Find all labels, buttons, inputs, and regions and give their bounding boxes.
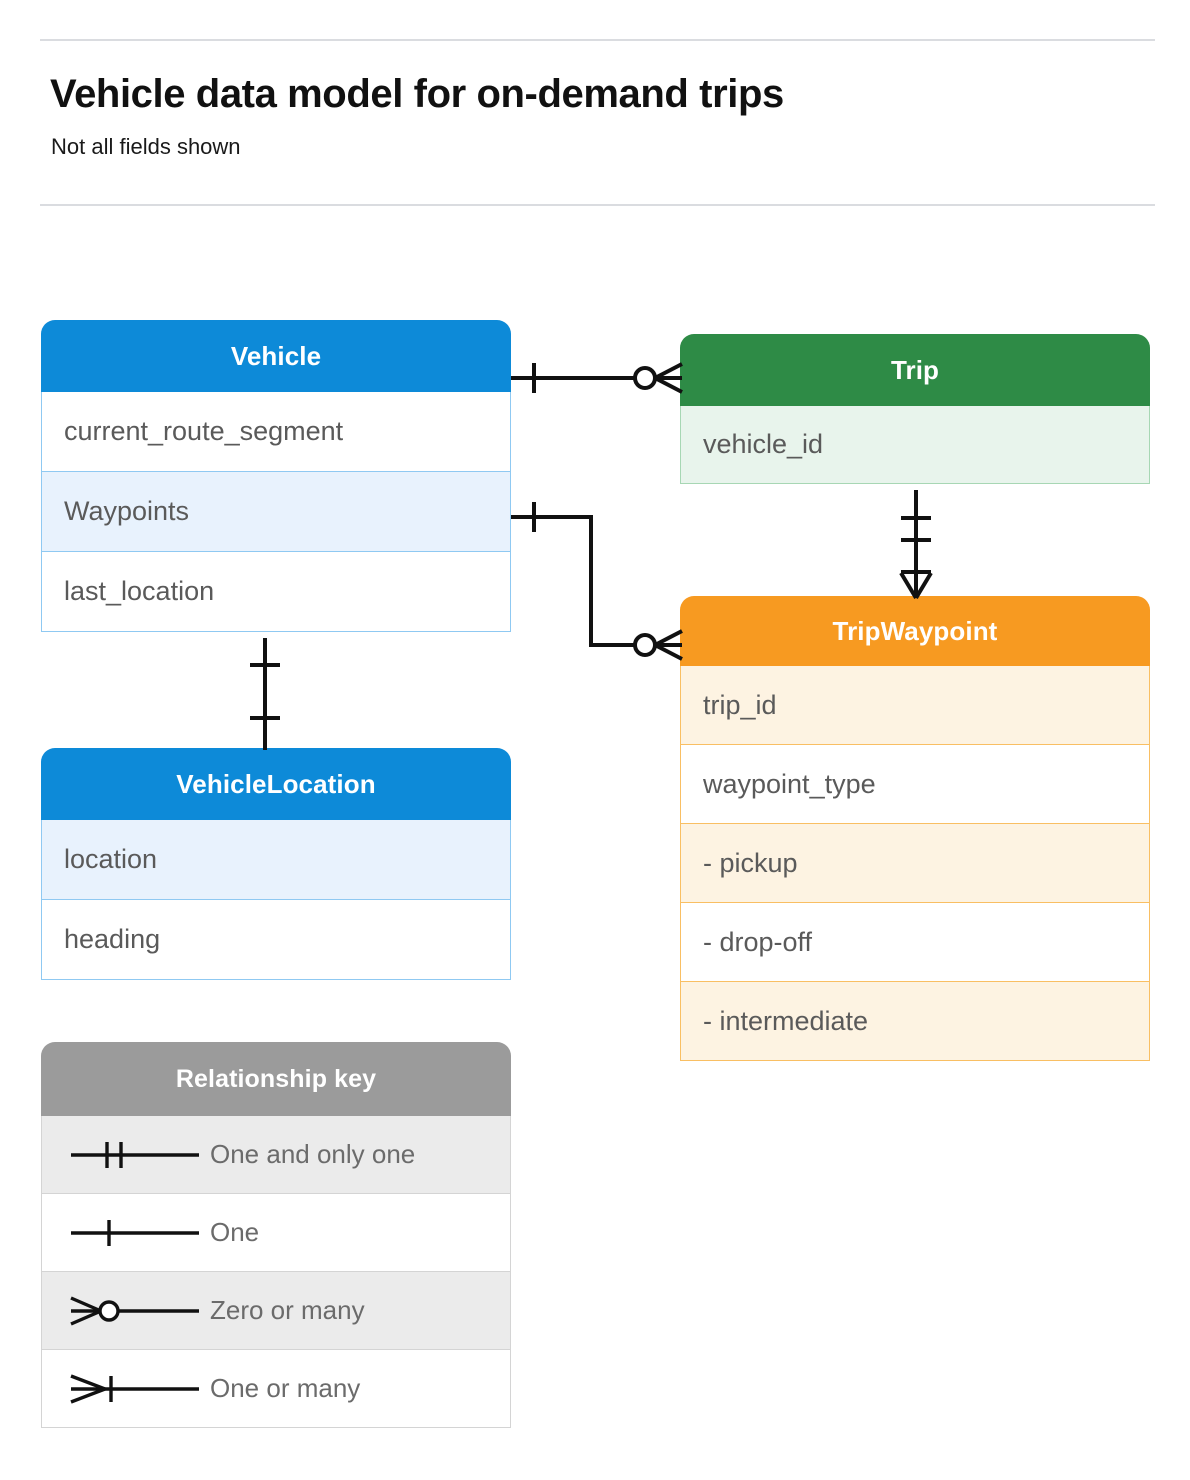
legend-row-one: One — [41, 1194, 511, 1272]
connector-vehicle-vehiclelocation — [250, 638, 280, 750]
header-divider-bottom — [40, 204, 1155, 206]
header-divider-top — [40, 39, 1155, 41]
legend-row-zero-or-many: Zero or many — [41, 1272, 511, 1350]
field-waypoint-type-dropoff[interactable]: - drop-off — [680, 903, 1150, 982]
legend-label-zero-or-many: Zero or many — [210, 1295, 365, 1325]
legend-label-one: One — [210, 1217, 260, 1247]
field-location[interactable]: location — [41, 820, 511, 900]
entity-tripwaypoint-title: TripWaypoint — [680, 596, 1150, 666]
field-waypoint-type[interactable]: waypoint_type — [680, 745, 1150, 824]
relationship-key-title: Relationship key — [41, 1042, 511, 1116]
one-and-only-one-icon — [60, 1135, 210, 1175]
entity-vehiclelocation[interactable]: VehicleLocation location heading — [41, 748, 511, 980]
page-subtitle: Not all fields shown — [51, 134, 241, 159]
legend-label-one-or-many: One or many — [210, 1373, 361, 1403]
field-vehicle-id[interactable]: vehicle_id — [680, 406, 1150, 484]
entity-vehicle-title: Vehicle — [41, 320, 511, 392]
page-title: Vehicle data model for on-demand trips — [50, 72, 784, 116]
connector-vehicle-trip — [511, 362, 683, 394]
field-waypoints[interactable]: Waypoints — [41, 472, 511, 552]
connector-trip-tripwaypoint — [899, 490, 933, 600]
entity-trip[interactable]: Trip vehicle_id — [680, 334, 1150, 484]
connector-waypoints-tripwaypoint — [511, 502, 683, 661]
zero-or-many-icon — [60, 1291, 210, 1331]
field-waypoint-type-intermediate[interactable]: - intermediate — [680, 982, 1150, 1061]
one-or-many-icon — [60, 1369, 210, 1409]
field-trip-id[interactable]: trip_id — [680, 666, 1150, 745]
field-heading[interactable]: heading — [41, 900, 511, 980]
field-waypoint-type-pickup[interactable]: - pickup — [680, 824, 1150, 903]
field-current-route-segment[interactable]: current_route_segment — [41, 392, 511, 472]
legend-row-one-or-many: One or many — [41, 1350, 511, 1428]
one-icon — [60, 1213, 210, 1253]
entity-trip-title: Trip — [680, 334, 1150, 406]
entity-vehicle[interactable]: Vehicle current_route_segment Waypoints … — [41, 320, 511, 632]
entity-vehiclelocation-title: VehicleLocation — [41, 748, 511, 820]
legend-label-one-and-only-one: One and only one — [210, 1139, 416, 1169]
field-last-location[interactable]: last_location — [41, 552, 511, 632]
relationship-key-legend: Relationship key One and only one One — [41, 1042, 511, 1428]
legend-row-one-and-only-one: One and only one — [41, 1116, 511, 1194]
entity-tripwaypoint[interactable]: TripWaypoint trip_id waypoint_type - pic… — [680, 596, 1150, 1061]
